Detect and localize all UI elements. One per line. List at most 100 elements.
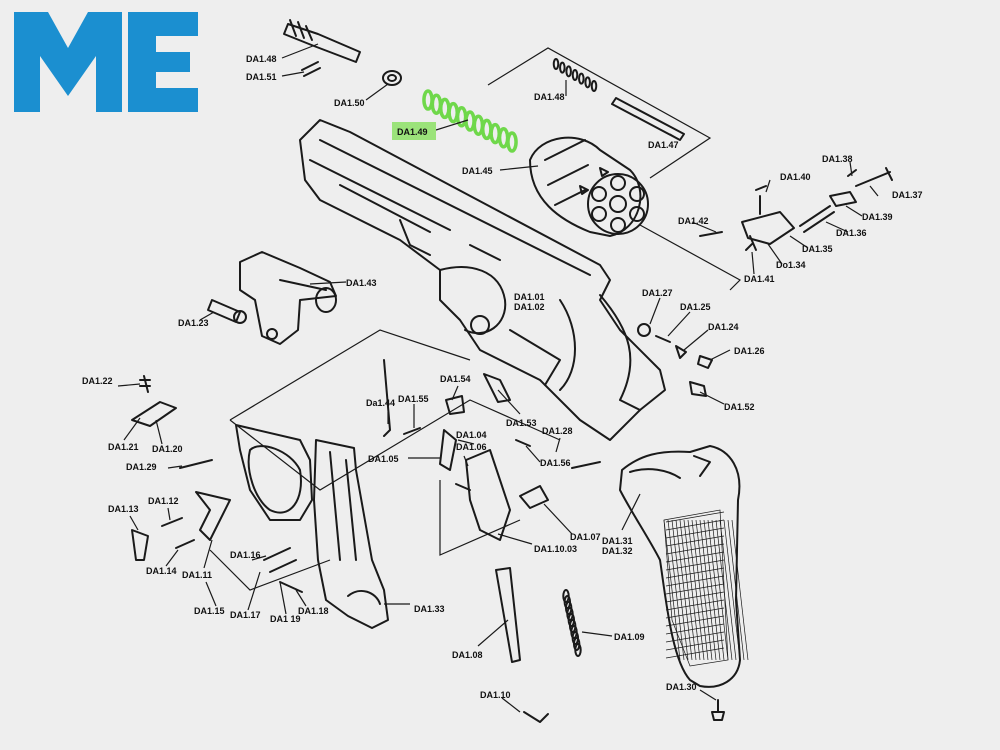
part-hand-da108 bbox=[495, 567, 521, 663]
part-hammer-pin bbox=[283, 19, 361, 77]
label-da147: DA1.47 bbox=[648, 140, 679, 150]
label-da140: DA1.40 bbox=[780, 172, 811, 182]
part-small-parts-right bbox=[637, 323, 713, 397]
part-center-internals bbox=[383, 359, 601, 541]
part-da114 bbox=[175, 539, 195, 549]
spring-coil bbox=[552, 58, 560, 70]
spring-coil bbox=[506, 131, 518, 153]
label-da124: DA1.24 bbox=[708, 322, 739, 332]
spring-coil bbox=[574, 643, 582, 657]
part-da116-118 bbox=[263, 547, 303, 593]
label-da115: DA1.15 bbox=[194, 606, 225, 616]
label-da102: DA1.02 bbox=[514, 302, 545, 312]
grip-checkering bbox=[663, 511, 749, 661]
label-do134: Do1.34 bbox=[776, 260, 806, 270]
label-da110: DA1.10 bbox=[480, 690, 511, 700]
logo bbox=[14, 12, 198, 112]
label-da130: DA1.30 bbox=[666, 682, 697, 692]
label-da116: DA1.16 bbox=[230, 550, 261, 560]
label-da105: DA1.05 bbox=[368, 454, 399, 464]
part-sideplate bbox=[235, 424, 313, 521]
label-da122: DA1.22 bbox=[82, 376, 113, 386]
label-da108: DA1.08 bbox=[452, 650, 483, 660]
label-da123: DA1.23 bbox=[178, 318, 209, 328]
label-da143: DA1.43 bbox=[346, 278, 377, 288]
part-crane-pin-da123 bbox=[207, 299, 247, 324]
label-da149: DA1.49 bbox=[397, 127, 428, 137]
label-da155: DA1.55 bbox=[398, 394, 429, 404]
part-da112 bbox=[161, 517, 183, 527]
part-da113 bbox=[131, 529, 149, 561]
spring-coil bbox=[590, 80, 598, 92]
leader-lines bbox=[117, 43, 879, 713]
label-da153: DA1.53 bbox=[506, 418, 537, 428]
spring-coil bbox=[578, 72, 585, 85]
label-da139: DA1.39 bbox=[862, 212, 893, 222]
part-trigger-spring-da122 bbox=[139, 375, 151, 393]
label-da109: DA1.09 bbox=[614, 632, 645, 642]
label-da150: DA1.50 bbox=[334, 98, 365, 108]
label-da156: DA1.56 bbox=[540, 458, 571, 468]
part-lever-da120 bbox=[131, 401, 177, 427]
part-crane bbox=[239, 251, 337, 345]
label-da107: DA1.07 bbox=[570, 532, 601, 542]
label-da142: DA1.42 bbox=[678, 216, 709, 226]
spring-coil bbox=[565, 65, 572, 78]
label-da111: DA1.11 bbox=[182, 570, 212, 580]
part-spring-da149-highlighted bbox=[422, 89, 518, 153]
part-grip-panel bbox=[619, 445, 741, 688]
label-da113: DA1.13 bbox=[108, 504, 139, 514]
label-da137: DA1.37 bbox=[892, 190, 923, 200]
label-da112: DA1.12 bbox=[148, 496, 179, 506]
label-da119: DA1 19 bbox=[270, 614, 301, 624]
label-da104: DA1.04 bbox=[456, 430, 487, 440]
label-da117: DA1.17 bbox=[230, 610, 261, 620]
assembly-guides bbox=[209, 47, 741, 591]
label-da1003: DA1.10.03 bbox=[534, 544, 577, 554]
part-rear-sight bbox=[699, 167, 893, 251]
part-ejector-spring bbox=[552, 58, 598, 92]
label-da114: DA1.14 bbox=[146, 566, 177, 576]
label-da135: DA1.35 bbox=[802, 244, 833, 254]
label-da101: DA1.01 bbox=[514, 292, 545, 302]
label-da118: DA1.18 bbox=[298, 606, 329, 616]
label-da136: DA1.36 bbox=[836, 228, 867, 238]
label-highlight-da149 bbox=[392, 122, 436, 140]
label-da154: DA1.54 bbox=[440, 374, 471, 384]
label-da128: DA1.28 bbox=[542, 426, 573, 436]
label-da106: DA1.06 bbox=[456, 442, 487, 452]
label-da148-b: DA1.48 bbox=[534, 92, 565, 102]
part-hammer-da111 bbox=[195, 491, 231, 541]
label-da132: DA1.32 bbox=[602, 546, 633, 556]
label-da145: DA1.45 bbox=[462, 166, 493, 176]
label-da129: DA1.29 bbox=[126, 462, 157, 472]
label-da121: DA1.21 bbox=[108, 442, 139, 452]
label-da138: DA1.38 bbox=[822, 154, 853, 164]
part-pin-da129 bbox=[179, 459, 213, 469]
label-da141: DA1.41 bbox=[744, 274, 775, 284]
label-da127: DA1.27 bbox=[642, 288, 673, 298]
label-da125: DA1.25 bbox=[680, 302, 711, 312]
label-da131: DA1.31 bbox=[602, 536, 633, 546]
part-cylinder bbox=[529, 136, 649, 237]
part-ejector-rod bbox=[611, 97, 685, 141]
label-da120: DA1.20 bbox=[152, 444, 183, 454]
part-bushing-da150 bbox=[382, 70, 402, 86]
spring-coil bbox=[571, 69, 579, 81]
part-da110 bbox=[523, 711, 549, 723]
part-mainspring-da109 bbox=[562, 589, 582, 657]
part-grip-screw-da130 bbox=[711, 699, 725, 721]
label-da144: Da1.44 bbox=[366, 398, 395, 408]
part-labels: DA1.48 DA1.51 DA1.50 DA1.49 DA1.48 DA1.4… bbox=[82, 54, 923, 700]
spring-coil bbox=[584, 76, 591, 89]
spring-coil bbox=[559, 61, 566, 74]
part-grip-frame bbox=[313, 439, 389, 629]
label-da133: DA1.33 bbox=[414, 604, 445, 614]
label-da152: DA1.52 bbox=[724, 402, 755, 412]
part-frame-barrel bbox=[299, 119, 666, 441]
label-da151: DA1.51 bbox=[246, 72, 277, 82]
label-da148-a: DA1.48 bbox=[246, 54, 277, 64]
label-da126: DA1.26 bbox=[734, 346, 765, 356]
